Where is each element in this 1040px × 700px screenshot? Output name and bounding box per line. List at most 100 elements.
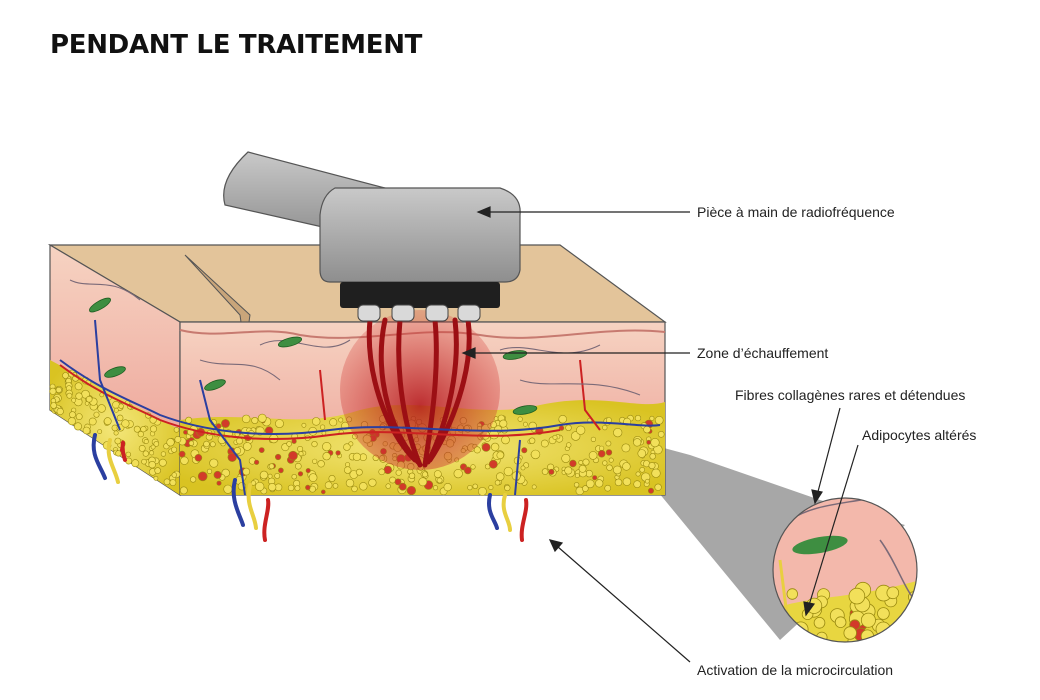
fat-cell xyxy=(597,449,606,458)
fat-cell xyxy=(385,483,391,489)
fat-cell xyxy=(654,483,662,491)
fat-cell xyxy=(355,468,363,476)
fat-cell xyxy=(351,485,358,493)
fat-cell xyxy=(254,459,260,465)
fat-cell xyxy=(398,482,407,491)
fat-cell xyxy=(322,452,331,461)
fat-cell xyxy=(646,439,652,445)
fat-cell xyxy=(406,485,417,496)
fat-cell xyxy=(585,479,595,489)
fat-cell xyxy=(433,470,442,478)
fat-cell xyxy=(612,465,622,475)
fat-cell xyxy=(113,430,119,436)
zoom-fat-cell xyxy=(874,634,891,642)
fat-cell xyxy=(602,425,608,431)
zoom-fat-cell xyxy=(843,626,857,640)
fat-cell xyxy=(530,449,541,460)
fat-cell xyxy=(258,447,265,453)
fat-cell xyxy=(368,478,377,487)
fat-cell xyxy=(622,462,631,471)
fat-cell xyxy=(499,419,508,428)
zoom-fat-cell xyxy=(848,587,866,605)
fat-cell xyxy=(324,481,333,490)
blood-vessels xyxy=(59,319,661,496)
fat-cell xyxy=(267,473,273,479)
fat-cell xyxy=(183,429,188,435)
zoom-fat-cell xyxy=(877,607,890,620)
fat-cell xyxy=(75,413,83,420)
fat-cell xyxy=(305,468,311,474)
fat-cell xyxy=(436,477,443,484)
fat-cell xyxy=(605,440,612,447)
fat-cell xyxy=(621,443,631,453)
fat-cell xyxy=(216,480,222,486)
fat-cell xyxy=(141,458,147,465)
fat-cell xyxy=(66,392,73,399)
fat-cell xyxy=(473,446,481,454)
fat-cell xyxy=(453,469,463,479)
fat-cell xyxy=(163,478,171,486)
fat-cell xyxy=(520,465,526,471)
fat-cell xyxy=(171,472,178,478)
fat-cell xyxy=(490,442,500,452)
fat-cell xyxy=(197,471,208,482)
fat-cell xyxy=(131,459,140,468)
fat-cell xyxy=(564,466,573,475)
fat-cell xyxy=(582,458,590,466)
fat-cell xyxy=(227,452,237,462)
fat-cell xyxy=(194,453,203,462)
rf-handpiece xyxy=(223,151,521,322)
fat-cell xyxy=(517,416,523,422)
fat-cell xyxy=(112,400,120,409)
fat-cell xyxy=(470,464,476,470)
fat-cell xyxy=(421,471,428,478)
label-heating-zone: Zone d’échauffement xyxy=(697,345,829,361)
fat-cell xyxy=(578,464,587,473)
fat-cell xyxy=(317,460,325,468)
fat-cell xyxy=(496,472,505,481)
fat-cell xyxy=(540,439,549,448)
fat-cell xyxy=(344,466,352,474)
fat-cell xyxy=(312,417,321,426)
fat-cell xyxy=(578,460,584,465)
fat-cell xyxy=(154,467,161,474)
fat-cell xyxy=(541,468,549,475)
fat-cell xyxy=(103,417,112,426)
fat-cell xyxy=(114,437,122,445)
fat-cell xyxy=(268,483,277,492)
handpiece-base xyxy=(340,282,500,308)
fat-cell xyxy=(82,426,91,435)
fat-cell xyxy=(488,484,494,490)
zoom-fat-cell xyxy=(797,634,812,642)
fat-cell xyxy=(569,459,577,468)
fibroblasts xyxy=(89,297,538,415)
fat-cell xyxy=(75,392,83,400)
label-collagen-fibers: Fibres collagènes rares et détendues xyxy=(735,387,966,403)
fat-cell xyxy=(523,421,528,427)
zoom-fat-cell xyxy=(799,633,813,642)
fat-cell xyxy=(335,450,341,456)
fat-cell xyxy=(552,434,558,440)
fat-cell xyxy=(209,441,216,448)
fat-cell xyxy=(288,450,298,461)
fat-cell xyxy=(121,419,130,428)
fat-cell xyxy=(649,453,656,460)
fat-cell xyxy=(602,460,608,466)
fat-cell xyxy=(278,467,284,474)
label-microcirculation: Activation de la microcirculation xyxy=(697,662,894,678)
fat-cell xyxy=(488,459,498,469)
fat-cell xyxy=(651,468,661,478)
fat-cell xyxy=(343,443,351,451)
fat-cell xyxy=(328,474,336,482)
fat-cell xyxy=(558,415,567,424)
fat-cell xyxy=(320,489,326,495)
fat-cell xyxy=(71,397,77,403)
fat-cell xyxy=(633,438,642,447)
fat-cell xyxy=(418,477,428,487)
zoom-fat-cell xyxy=(860,612,876,628)
fat-cell xyxy=(97,404,106,413)
zoom-fat-cell xyxy=(894,622,907,635)
fat-cell xyxy=(268,463,275,470)
fat-cell xyxy=(116,414,124,422)
